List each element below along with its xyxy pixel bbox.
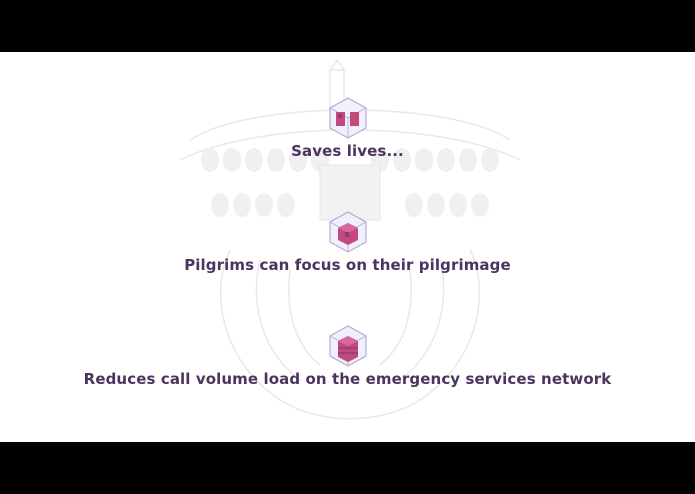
benefit-label: Reduces call volume load on the emergenc… — [83, 370, 612, 388]
letterbox-bottom — [0, 442, 695, 494]
letterbox-top — [0, 0, 695, 52]
cube-icon — [328, 97, 367, 139]
benefit-item-focus-on-pilgrimage: Pilgrims can focus on their pilgrimage — [0, 210, 695, 274]
cube-icon — [328, 211, 367, 253]
background-sketch-illustration — [179, 60, 521, 420]
benefit-label: Pilgrims can focus on their pilgrimage — [184, 256, 511, 274]
cube-icon — [328, 325, 367, 367]
benefit-label: Saves lives... — [291, 142, 404, 160]
benefit-item-saves-lives: Saves lives... — [0, 96, 695, 160]
benefit-item-reduces-call-volume: Reduces call volume load on the emergenc… — [0, 324, 695, 388]
